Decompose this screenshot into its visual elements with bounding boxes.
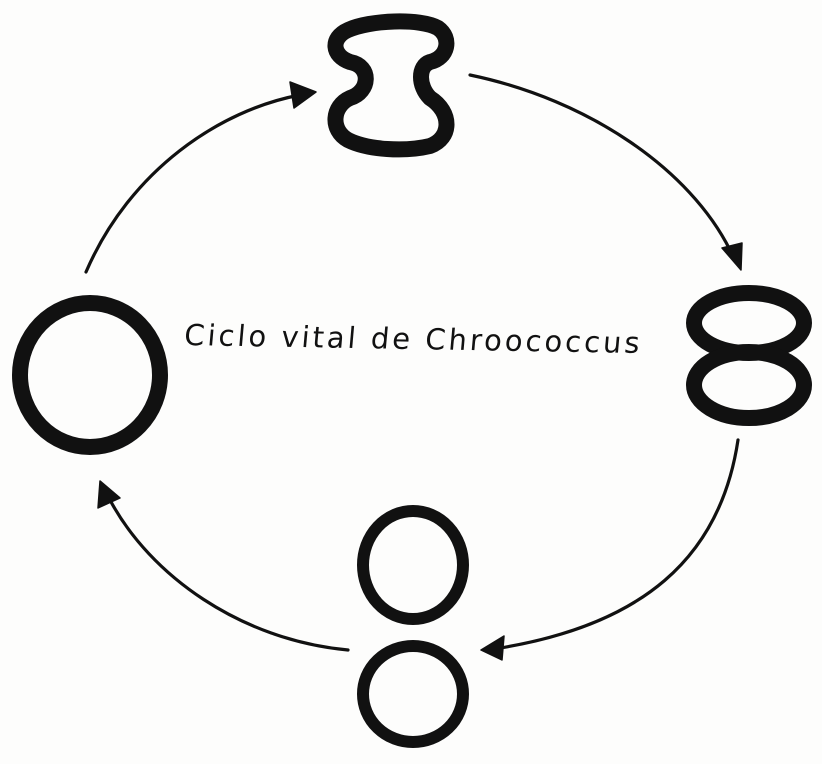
single-cell-stage [20, 303, 160, 447]
two-daughter-cells-stage [694, 293, 804, 418]
arrow-head-icon [290, 82, 316, 108]
arrow-separated-to-single [98, 481, 348, 650]
lower-daughter-cell [694, 352, 804, 418]
separated-cells-stage [363, 511, 463, 742]
lower-separated-cell [363, 646, 463, 742]
arrow-shaft [110, 500, 348, 650]
dividing-cell-stage [335, 21, 446, 149]
arrow-head-icon [722, 243, 742, 270]
upper-separated-cell [363, 511, 463, 619]
arrow-single-to-dividing [86, 82, 316, 272]
arrow-daughters-to-separated [481, 440, 738, 660]
arrow-dividing-to-daughters [470, 75, 742, 270]
arrow-shaft [500, 440, 738, 648]
arrow-head-icon [98, 481, 120, 508]
diagram-title: Ciclo vital de Chroococcus [183, 321, 644, 358]
arrow-head-icon [481, 636, 504, 660]
arrow-shaft [470, 75, 730, 250]
arrow-shaft [86, 95, 300, 272]
